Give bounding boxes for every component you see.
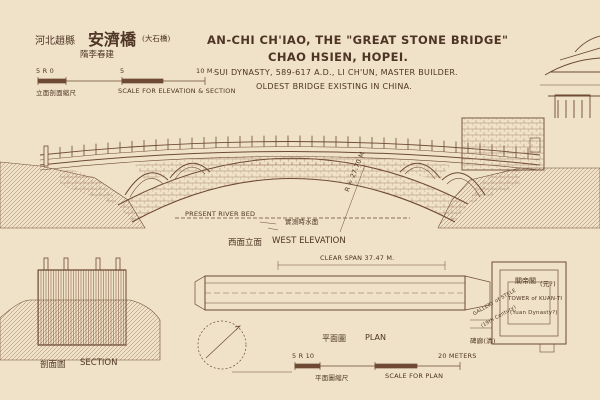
elevation-cn-label: 西面立面 [228,238,263,248]
header-cn-paren: (大石橋) [142,34,171,43]
section-en-label: SECTION [80,358,118,368]
title-line2: CHAO HSIEN, HOPEI. [268,50,409,64]
spandrel-arch-2 [169,162,211,179]
scale-plan-right: 20 METERS [438,352,477,360]
radius-leader [339,164,366,233]
title-line3: SUI DYNASTY, 589-617 A.D., LI CH'UN, MAS… [214,68,458,77]
scale-elev-left: 5 R 0 [36,67,54,75]
tower-base-wall [461,117,545,171]
scale-bar-elevation [37,77,206,85]
tower-dynasty-label: (Yuan Dynasty?) [510,310,558,316]
main-arch-voussoirs [118,158,468,222]
scale-plan-left: 5 R 10 [292,352,315,360]
spandrel-arch-3 [399,162,441,179]
plan-tower-outline [491,261,567,345]
gallery-cn-label: 碑廊(清) [470,337,496,345]
plan-en-label: PLAN [365,333,386,342]
tower-pavilion [540,35,600,118]
title-line4: OLDEST BRIDGE EXISTING IN CHINA. [256,82,413,91]
clear-span-label: CLEAR SPAN 37.47 M. [320,254,395,262]
spandrel-arch-1 [124,172,169,196]
scale-elev-en: SCALE FOR ELEVATION & SECTION [118,87,236,95]
spandrel-right [468,169,520,204]
spandrel-arch-4 [441,172,486,196]
main-arch-inner [131,178,456,223]
title-line1: AN-CHI CH'IAO, THE "GREAT STONE BRIDGE" [207,33,509,47]
north-arrow [197,320,247,370]
river-cn-label: 實測時水面 [285,218,319,226]
elevation-en-label: WEST ELEVATION [272,236,346,246]
end-post-left [43,145,49,167]
scale-bar-plan [294,362,461,370]
section-cn-label: 剖面圖 [40,360,66,370]
river-bed-label: PRESENT RIVER BED [185,210,256,218]
spandrel-left [60,169,118,205]
tower-cn-label: 關帝閣 [515,277,536,285]
tower-name-label: TOWER of KUAN-TI [508,296,563,302]
scale-elev-right: 10 M. [196,67,216,75]
section-balusters [43,257,121,271]
header-cn-builder: 隋李春建 [80,50,115,60]
scale-plan-cn: 平面圖縮尺 [315,374,349,382]
scale-elev-mid: 5 [120,67,125,75]
plan-cn-label: 平面圖 [322,334,346,343]
header-cn-bridge-name: 安濟橋 [88,30,137,49]
tower-cn-paren: (元?) [540,280,556,288]
header-cn-prefix: 河北趙縣 [35,36,75,47]
section-body [37,269,127,346]
scale-elev-cn: 立面剖面縮尺 [36,89,77,97]
scale-plan-en: SCALE FOR PLAN [385,372,444,380]
